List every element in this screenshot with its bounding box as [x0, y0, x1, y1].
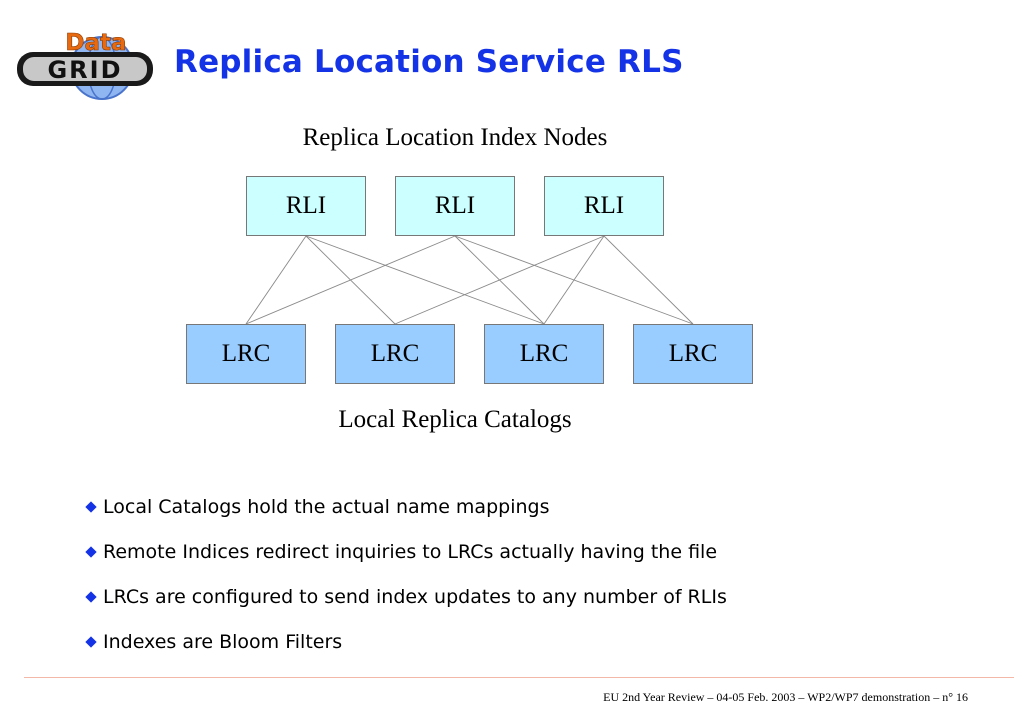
rli-caption: Replica Location Index Nodes [302, 124, 608, 151]
footer-divider [24, 677, 1014, 678]
rli-label: RLI [583, 192, 625, 219]
bullet-item: Remote Indices redirect inquiries to LRC… [84, 529, 727, 574]
connection-line [454, 235, 545, 325]
rli-node: RLI [246, 176, 366, 236]
connection-line [543, 235, 605, 325]
connection-line [603, 235, 694, 325]
connection-line [305, 235, 396, 325]
diamond-bullet-icon [85, 635, 97, 648]
bullet-item: Indexes are Bloom Filters [84, 619, 727, 664]
lrc-node: LRC [633, 324, 753, 384]
lrc-node: LRC [186, 324, 306, 384]
lrc-label: LRC [221, 340, 271, 367]
connection-line [305, 235, 545, 325]
diamond-bullet-icon [85, 590, 97, 603]
bullet-list: Local Catalogs hold the actual name mapp… [84, 484, 727, 664]
bullet-item: Local Catalogs hold the actual name mapp… [84, 484, 727, 529]
bullet-text: Remote Indices redirect inquiries to LRC… [103, 540, 718, 563]
connection-line [394, 235, 605, 325]
rli-label: RLI [434, 192, 476, 219]
logo-word-grid: GRID [47, 56, 122, 84]
lrc-node: LRC [484, 324, 604, 384]
bullet-text: Local Catalogs hold the actual name mapp… [103, 495, 550, 518]
bullet-item: LRCs are configured to send index update… [84, 574, 727, 619]
slide-title: Replica Location Service RLS [174, 44, 684, 80]
diamond-bullet-icon [85, 545, 97, 558]
diamond-bullet-icon [85, 500, 97, 513]
rli-label: RLI [285, 192, 327, 219]
rli-node: RLI [544, 176, 664, 236]
connection-line [245, 235, 456, 325]
lrc-caption: Local Replica Catalogs [338, 406, 572, 433]
bullet-text: Indexes are Bloom Filters [103, 630, 343, 653]
footer-text: EU 2nd Year Review – 04-05 Feb. 2003 – W… [603, 690, 968, 704]
lrc-label: LRC [370, 340, 420, 367]
rli-node: RLI [395, 176, 515, 236]
lrc-label: LRC [668, 340, 718, 367]
bullet-text: LRCs are configured to send index update… [103, 585, 727, 608]
logo-word-data: Data [65, 30, 126, 56]
connection-line [245, 235, 307, 325]
lrc-label: LRC [519, 340, 569, 367]
connection-line [454, 235, 694, 325]
lrc-node: LRC [335, 324, 455, 384]
datagrid-logo: GRID Data [17, 30, 153, 100]
